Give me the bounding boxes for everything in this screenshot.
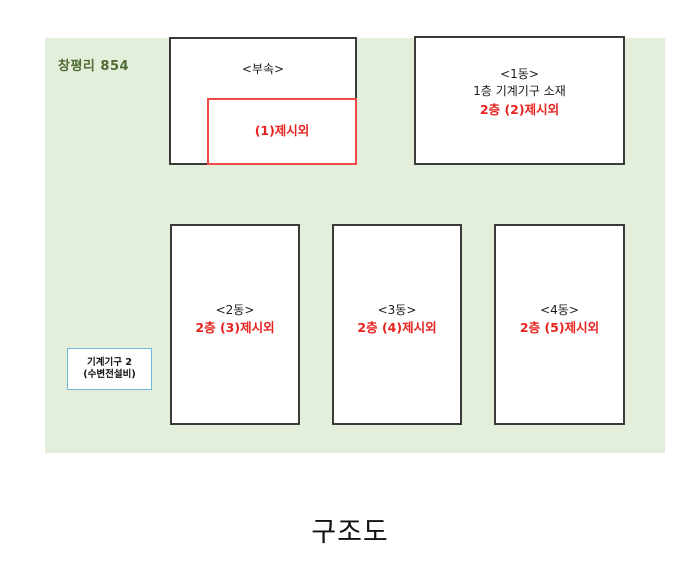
building-3-labels: <3동> 2층 (4)제시외	[334, 302, 460, 338]
building-1-labels: <1동> 1층 기계기구 소재 2층 (2)제시외	[416, 66, 623, 119]
building-4-name: <4동>	[540, 303, 579, 317]
building-2[interactable]: <2동> 2층 (3)제시외	[170, 224, 300, 425]
building-annex-labels: <부속>	[171, 61, 355, 78]
diagram-title: 구조도	[311, 517, 389, 548]
building-3[interactable]: <3동> 2층 (4)제시외	[332, 224, 462, 425]
parcel-address-label: 창평리 854	[58, 59, 130, 74]
building-annex[interactable]: <부속>	[169, 37, 357, 165]
building-2-floor2-text: 2층 (3)제시외	[195, 320, 275, 336]
annex-red-subarea-label: (1)제시외	[254, 123, 310, 138]
building-4-floor2-text: 2층 (5)제시외	[519, 320, 600, 336]
building-1-floor2-text: 2층 (2)제시외	[479, 101, 560, 117]
building-1-floor1-text: 1층 기계기구 소재	[473, 84, 566, 99]
equipment-callout-line1: 기계기구 2	[87, 357, 132, 369]
annex-red-subarea-labels: (1)제시외	[209, 122, 355, 140]
building-3-name: <3동>	[377, 303, 417, 317]
building-4[interactable]: <4동> 2층 (5)제시외	[494, 224, 625, 425]
building-4-labels: <4동> 2층 (5)제시외	[496, 302, 623, 338]
building-1-name: <1동>	[500, 67, 539, 81]
equipment-callout-box[interactable]: 기계기구 2 (수변전설비)	[67, 348, 152, 390]
annex-red-subarea[interactable]: (1)제시외	[207, 98, 357, 165]
equipment-callout-line2: (수변전설비)	[83, 369, 136, 380]
building-1[interactable]: <1동> 1층 기계기구 소재 2층 (2)제시외	[414, 36, 625, 165]
building-2-labels: <2동> 2층 (3)제시외	[172, 302, 298, 338]
building-3-floor2-text: 2층 (4)제시외	[357, 320, 437, 336]
building-annex-name: <부속>	[241, 62, 285, 76]
building-2-name: <2동>	[215, 303, 255, 317]
